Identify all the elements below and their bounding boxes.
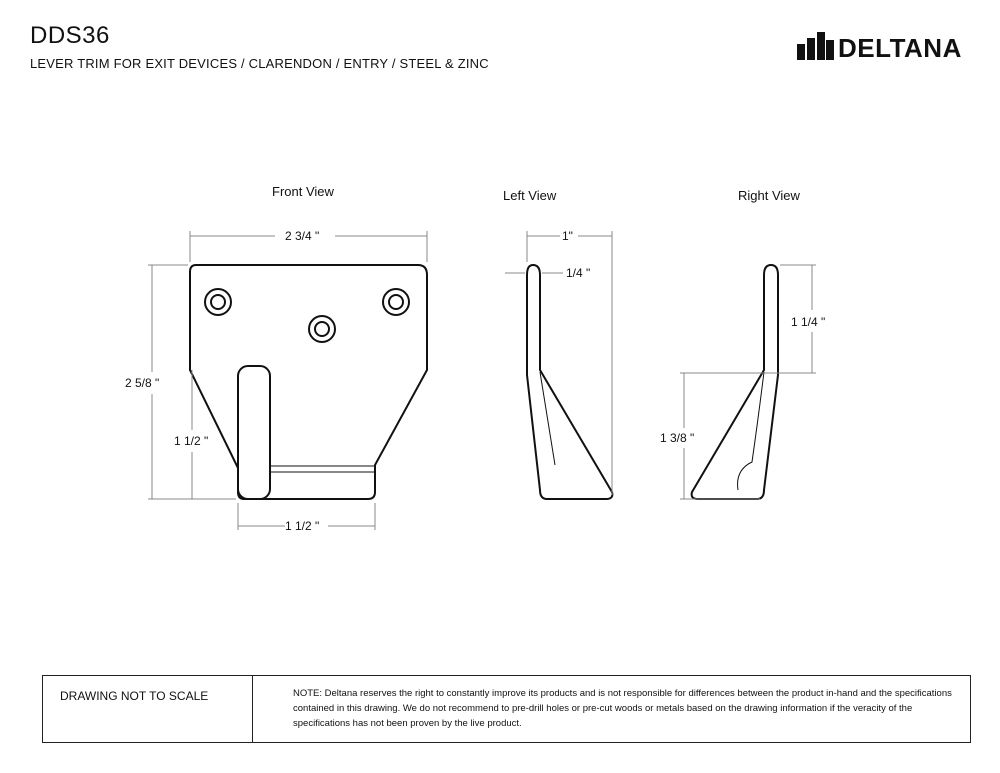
screw-hole-right	[382, 288, 410, 316]
lever-handle	[237, 365, 271, 500]
dim-right-lower: 1 3/8 "	[660, 431, 694, 445]
dim-front-height: 2 5/8 "	[125, 376, 159, 390]
model-number: DDS36	[30, 22, 110, 49]
footer-box	[42, 675, 971, 743]
front-view-label: Front View	[272, 184, 334, 199]
right-profile-outline	[690, 263, 779, 500]
dim-front-bottom-width: 1 1/2 "	[285, 519, 319, 533]
left-profile-outline	[526, 263, 614, 500]
brand-name: DELTANA	[838, 33, 962, 63]
right-view	[690, 263, 779, 500]
product-subtitle: LEVER TRIM FOR EXIT DEVICES / CLARENDON …	[30, 56, 489, 71]
front-plate-outline	[189, 264, 428, 500]
dim-front-lower-height: 1 1/2 "	[174, 434, 208, 448]
front-view	[189, 264, 428, 500]
dim-left-depth: 1"	[562, 229, 573, 243]
left-view	[526, 263, 614, 500]
deltana-logo-icon	[797, 32, 834, 60]
dim-right-upper: 1 1/4 "	[791, 315, 825, 329]
disclaimer-note: NOTE: Deltana reserves the right to cons…	[293, 688, 952, 729]
screw-hole-left	[204, 288, 232, 316]
footer-divider	[252, 675, 253, 743]
dim-front-width: 2 3/4 "	[285, 229, 319, 243]
left-view-label: Left View	[503, 188, 557, 203]
dim-left-thickness: 1/4 "	[566, 266, 590, 280]
screw-hole-center	[308, 315, 336, 343]
scale-note: DRAWING NOT TO SCALE	[60, 689, 209, 703]
right-view-label: Right View	[738, 188, 800, 203]
